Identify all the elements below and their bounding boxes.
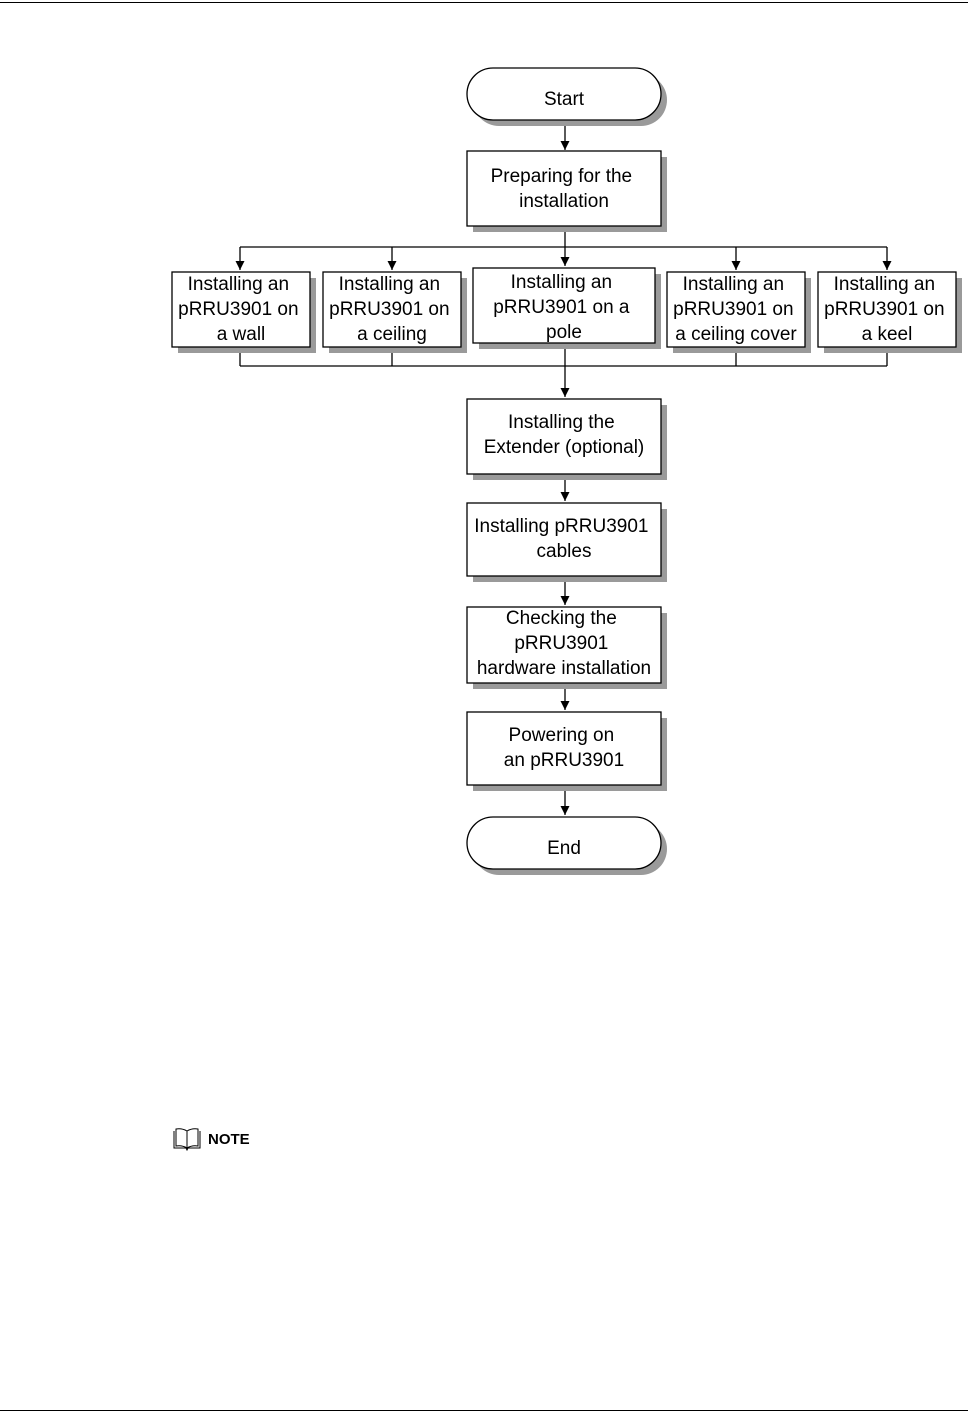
power-line-1: Powering on bbox=[509, 725, 615, 746]
svg-text:Installing an pRRU3901 o: Installing an pRRU3901 on a keel bbox=[824, 274, 950, 345]
option-keel-line-1: Installing an bbox=[834, 274, 935, 295]
option-pole-node: Installing an pRRU3901 on a pole bbox=[472, 267, 661, 349]
check-line-3: hardware installation bbox=[477, 658, 651, 679]
start-node: Start bbox=[466, 67, 667, 126]
end-label: End bbox=[547, 838, 581, 859]
svg-text:Installing pRRU3901 cabl: Installing pRRU3901 cables bbox=[474, 516, 654, 562]
note-callout: NOTE bbox=[172, 1126, 250, 1152]
power-line-2: an pRRU3901 bbox=[504, 750, 624, 771]
footer-rule bbox=[0, 1410, 968, 1411]
svg-text:End: End bbox=[547, 838, 581, 859]
option-keel-line-3: a keel bbox=[862, 324, 913, 345]
svg-text:Checking the pRRU3901: Checking the pRRU3901 hardware installat… bbox=[477, 608, 651, 679]
book-icon bbox=[173, 1128, 201, 1151]
check-line-2: pRRU3901 bbox=[514, 633, 608, 654]
option-keel-node: Installing an pRRU3901 on a keel bbox=[817, 271, 962, 353]
extender-line-2: Extender (optional) bbox=[484, 437, 645, 458]
note-label: NOTE bbox=[208, 1130, 250, 1148]
option-wall-line-3: a wall bbox=[217, 324, 266, 345]
svg-text:Installing an pRRU3901 o: Installing an pRRU3901 on a ceiling bbox=[329, 274, 455, 345]
option-ceiling-cover-node: Installing an pRRU3901 on a ceiling cove… bbox=[666, 271, 811, 353]
option-pole-line-3: pole bbox=[546, 322, 582, 343]
option-wall-node: Installing an pRRU3901 on a wall bbox=[171, 271, 316, 353]
cables-line-2: cables bbox=[537, 541, 592, 562]
option-ceiling-line-2: pRRU3901 on bbox=[329, 299, 449, 320]
connectors bbox=[235, 120, 892, 815]
option-pole-line-1: Installing an bbox=[511, 272, 612, 293]
svg-text:Preparing for the instal: Preparing for the installation bbox=[491, 166, 638, 212]
cables-line-1: Installing pRRU3901 bbox=[474, 516, 648, 537]
start-label: Start bbox=[544, 89, 585, 110]
option-ceiling-cover-line-1: Installing an bbox=[683, 274, 784, 295]
power-node: Powering on an pRRU3901 bbox=[466, 711, 667, 791]
header-rule bbox=[0, 2, 968, 3]
prepare-line-2: installation bbox=[519, 191, 609, 212]
extender-node: Installing the Extender (optional) bbox=[466, 398, 667, 480]
svg-text:Installing an pRRU3901 o: Installing an pRRU3901 on a ceiling cove… bbox=[673, 274, 799, 345]
option-ceiling-node: Installing an pRRU3901 on a ceiling bbox=[322, 271, 467, 353]
option-keel-line-2: pRRU3901 on bbox=[824, 299, 944, 320]
prepare-node: Preparing for the installation bbox=[466, 150, 667, 232]
cables-node: Installing pRRU3901 cables bbox=[466, 502, 667, 582]
option-wall-line-2: pRRU3901 on bbox=[178, 299, 298, 320]
check-line-1: Checking the bbox=[506, 608, 617, 629]
option-pole-line-2: pRRU3901 on a bbox=[493, 297, 630, 318]
svg-text:Installing the Extender: Installing the Extender (optional) bbox=[484, 412, 645, 458]
option-ceiling-line-1: Installing an bbox=[339, 274, 440, 295]
option-ceiling-line-3: a ceiling bbox=[357, 324, 427, 345]
option-ceiling-cover-line-2: pRRU3901 on bbox=[673, 299, 793, 320]
svg-text:Installing an pRRU3901 o: Installing an pRRU3901 on a pole bbox=[493, 272, 635, 343]
svg-text:Powering on an pRRU3901: Powering on an pRRU3901 bbox=[504, 725, 624, 771]
end-node: End bbox=[466, 816, 667, 875]
svg-text:Start: Start bbox=[544, 89, 585, 110]
extender-line-1: Installing the bbox=[508, 412, 615, 433]
option-wall-line-1: Installing an bbox=[188, 274, 289, 295]
option-ceiling-cover-line-3: a ceiling cover bbox=[675, 324, 797, 345]
check-node: Checking the pRRU3901 hardware installat… bbox=[466, 606, 667, 689]
installation-flowchart: Start Preparing for the installation Ins… bbox=[171, 67, 962, 875]
svg-text:Installing an pRRU3901 o: Installing an pRRU3901 on a wall bbox=[178, 274, 304, 345]
prepare-line-1: Preparing for the bbox=[491, 166, 633, 187]
